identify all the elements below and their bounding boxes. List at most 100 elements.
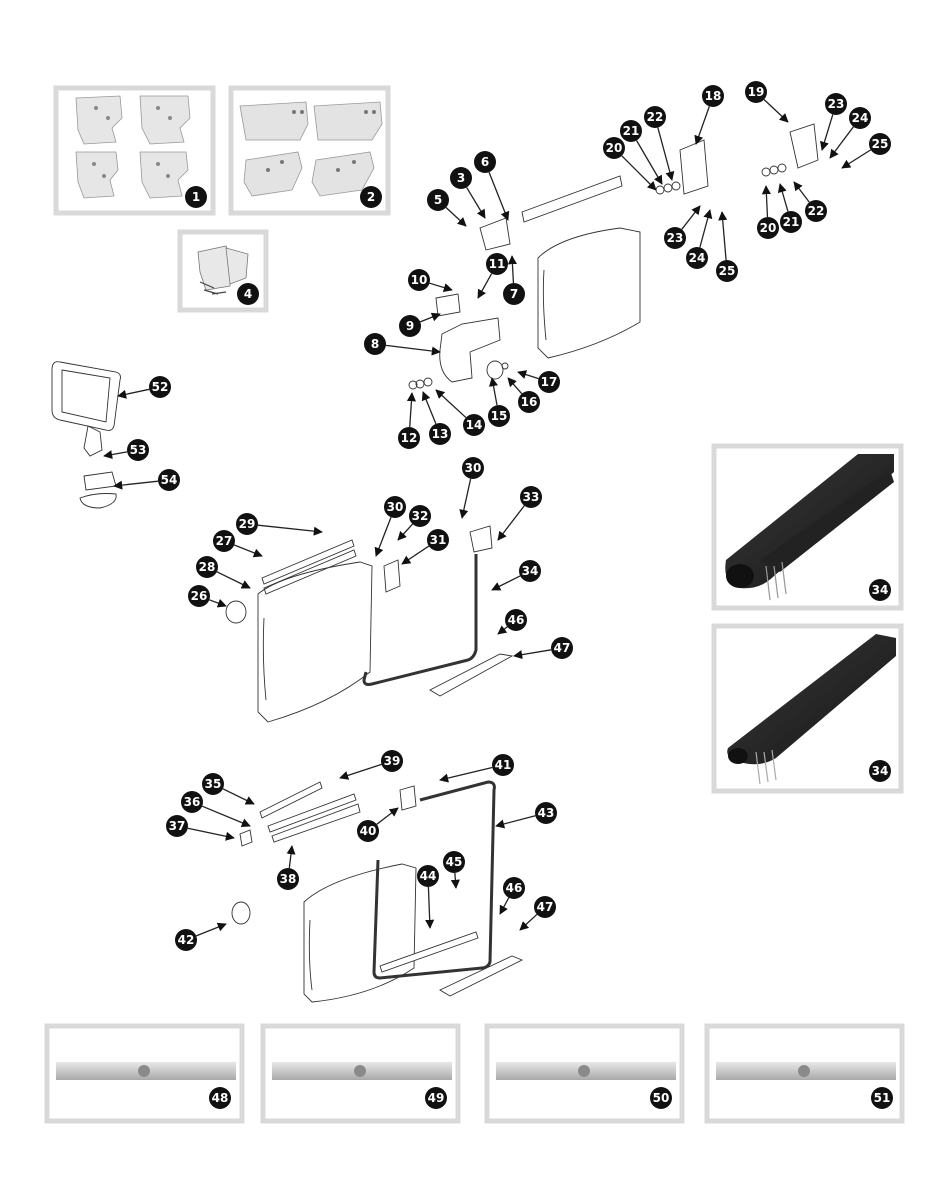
callout-badge-circle — [519, 560, 541, 582]
leader-n8 — [385, 344, 441, 356]
callout-number: 46 — [506, 881, 523, 895]
inset-seal-photo-bottom — [711, 623, 904, 794]
callout-badge-circle — [757, 217, 779, 239]
callout-32: 32 — [409, 505, 431, 527]
callout-number: 4 — [244, 287, 252, 301]
callout-badge-circle — [620, 120, 642, 142]
callout-46: 46 — [503, 877, 525, 899]
callout-badge-circle — [716, 260, 738, 282]
callout-47: 47 — [534, 896, 556, 918]
callout-21: 21 — [620, 120, 642, 142]
callout-34: 34 — [869, 579, 891, 601]
callout-50: 50 — [650, 1087, 672, 1109]
callout-number: 41 — [495, 758, 512, 772]
callout-13: 13 — [429, 423, 451, 445]
callout-number: 22 — [647, 110, 664, 124]
callout-badge-circle — [463, 414, 485, 436]
callout-number: 16 — [521, 395, 538, 409]
callout-number: 51 — [874, 1091, 891, 1105]
callout-badge-circle — [503, 877, 525, 899]
leader-n24 — [829, 126, 854, 159]
callout-7: 7 — [503, 283, 525, 305]
callout-badge-circle — [213, 530, 235, 552]
callout-number: 14 — [466, 418, 483, 432]
callout-badge-circle — [381, 750, 403, 772]
callout-badge-circle — [384, 496, 406, 518]
leader-n41 — [439, 766, 493, 783]
callout-number: 21 — [623, 124, 640, 138]
callout-37: 37 — [166, 815, 188, 837]
callout-number: 52 — [152, 380, 169, 394]
leader-n25 — [718, 211, 728, 261]
callout-16: 16 — [518, 391, 540, 413]
callout-number: 22 — [808, 204, 825, 218]
line-art — [51, 123, 819, 1003]
callout-number: 34 — [872, 764, 889, 778]
callout-badge-circle — [603, 137, 625, 159]
callout-badge-circle — [702, 85, 724, 107]
callout-badge-circle — [650, 1087, 672, 1109]
leader-n35 — [222, 788, 255, 805]
callout-number: 43 — [538, 806, 555, 820]
callout-number: 6 — [481, 155, 489, 169]
callout-number: 20 — [760, 221, 777, 235]
leader-n21 — [635, 140, 663, 185]
leader-n25 — [841, 149, 872, 169]
callout-badge-circle — [209, 1087, 231, 1109]
callout-badge-circle — [518, 391, 540, 413]
callout-badge-circle — [535, 802, 557, 824]
callout-42: 42 — [175, 929, 197, 951]
callout-badge-circle — [364, 333, 386, 355]
callout-badge-circle — [357, 820, 379, 842]
callout-17: 17 — [538, 371, 560, 393]
leader-n34 — [491, 575, 521, 591]
callout-number: 47 — [554, 641, 571, 655]
callout-number: 39 — [384, 754, 401, 768]
callout-11: 11 — [486, 253, 508, 275]
inset-sill-49 — [260, 1023, 461, 1124]
leader-n38 — [286, 845, 296, 869]
leader-n28 — [216, 571, 251, 589]
callout-22: 22 — [805, 200, 827, 222]
leader-n24 — [699, 209, 713, 248]
callout-badge-circle — [427, 529, 449, 551]
callout-badge-circle — [127, 439, 149, 461]
callout-badge-circle — [185, 186, 207, 208]
callout-number: 33 — [523, 490, 540, 504]
callout-39: 39 — [381, 750, 403, 772]
callout-24: 24 — [686, 247, 708, 269]
leader-n36 — [201, 805, 251, 828]
leader-n47 — [513, 649, 552, 660]
callout-number: 7 — [510, 287, 518, 301]
leader-n44 — [425, 886, 435, 929]
leader-n18 — [694, 106, 710, 145]
leader-n22 — [657, 127, 675, 181]
callout-number: 48 — [212, 1091, 229, 1105]
callout-number: 53 — [130, 443, 147, 457]
leader-n32 — [397, 523, 414, 541]
callout-number: 34 — [872, 583, 889, 597]
callout-badge-circle — [745, 81, 767, 103]
callout-number: 23 — [828, 97, 845, 111]
callout-badge-circle — [644, 106, 666, 128]
callout-36: 36 — [181, 791, 203, 813]
callout-badge-circle — [462, 457, 484, 479]
callout-14: 14 — [463, 414, 485, 436]
callout-number: 50 — [653, 1091, 670, 1105]
leader-n7 — [507, 255, 517, 284]
callout-number: 2 — [367, 190, 375, 204]
callout-badge-circle — [149, 376, 171, 398]
inset-seal-photo-top — [711, 443, 904, 611]
callout-53: 53 — [127, 439, 149, 461]
callout-45: 45 — [443, 851, 465, 873]
callout-badge-circle — [488, 405, 510, 427]
callout-9: 9 — [399, 315, 421, 337]
callout-4: 4 — [237, 283, 259, 305]
callout-number: 34 — [522, 564, 539, 578]
callout-10: 10 — [408, 269, 430, 291]
callout-number: 29 — [239, 517, 256, 531]
callout-41: 41 — [492, 754, 514, 776]
callout-number: 13 — [432, 427, 449, 441]
callout-number: 20 — [606, 141, 623, 155]
callout-30: 30 — [384, 496, 406, 518]
